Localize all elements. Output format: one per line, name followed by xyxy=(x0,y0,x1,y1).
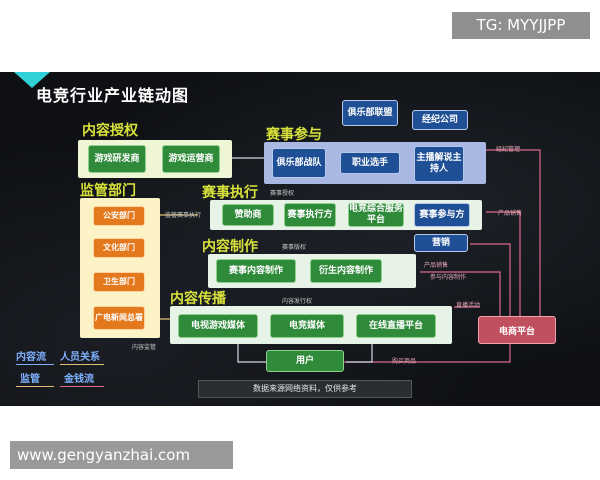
product-line-1 xyxy=(486,211,521,322)
user-right-line xyxy=(346,344,373,363)
node-event-content-production: 赛事内容制作 xyxy=(216,259,296,283)
connector-lines xyxy=(150,149,541,363)
section-content-production: 内容制作 xyxy=(202,239,258,255)
participate-line xyxy=(420,271,501,322)
legend-line-3 xyxy=(16,386,54,387)
label-buy-goods: 购买商品 xyxy=(392,358,417,365)
label-content-regulate: 内容监管 xyxy=(132,344,157,351)
node-public-security: 公安部门 xyxy=(93,206,145,226)
legend-people-relation: 人员关系 xyxy=(60,352,100,363)
diagram-title: 电竞行业产业链动图 xyxy=(36,86,190,105)
node-game-operator: 游戏运营商 xyxy=(162,145,220,173)
label-content-issue: 内容发行权 xyxy=(282,298,313,305)
node-user: 用户 xyxy=(266,350,344,372)
node-club-alliance: 俱乐部联盟 xyxy=(342,100,398,126)
node-pro-player: 职业选手 xyxy=(340,152,400,174)
label-event-license: 赛事授权 xyxy=(270,190,295,197)
section-event-participation: 赛事参与 xyxy=(266,127,322,143)
legend-line-4 xyxy=(60,386,104,387)
title-corner-marker xyxy=(14,72,50,88)
label-product-sales-2: 产品销售 xyxy=(424,262,449,269)
node-culture-dept: 文化部门 xyxy=(93,238,145,258)
legend-content-flow: 内容流 xyxy=(16,352,46,363)
node-health-dept: 卫生部门 xyxy=(93,272,145,292)
section-content-license: 内容授权 xyxy=(82,123,138,139)
label-agency-mgmt: 经纪管理 xyxy=(496,146,521,153)
footer-note: 数据来源网络资料，仅供参考 xyxy=(198,380,412,398)
watermark-top: TG: MYYJJPP xyxy=(452,12,590,39)
label-event-copyright: 赛事版权 xyxy=(282,244,307,251)
node-event-participant: 赛事参与方 xyxy=(414,203,470,227)
node-event-executor: 赛事执行方 xyxy=(284,203,336,227)
user-left-line xyxy=(237,344,266,363)
node-game-developer: 游戏研发商 xyxy=(88,145,146,173)
legend-line-1 xyxy=(16,364,54,365)
node-sponsor: 赞助商 xyxy=(222,204,274,226)
node-derived-content-production: 衍生内容制作 xyxy=(310,259,382,283)
node-sarft: 广电新闻总署 xyxy=(93,306,145,330)
node-esports-platform: 电竞综合服务平台 xyxy=(348,203,404,227)
legend-line-2 xyxy=(60,364,104,365)
node-ecommerce: 电商平台 xyxy=(478,316,556,344)
node-host: 主播解说主持人 xyxy=(414,146,464,182)
node-agency: 经纪公司 xyxy=(412,110,468,130)
label-live-activity: 直播活动 xyxy=(456,302,481,309)
section-content-distribution: 内容传播 xyxy=(170,291,226,307)
label-regulate-event: 监管赛事执行 xyxy=(165,212,202,219)
diagram-board: 电竞行业产业链动图 内容授权 游戏研发商 游戏运营商 监管部门 公安部门 文化部… xyxy=(0,72,600,406)
node-esports-media: 电竞媒体 xyxy=(270,314,344,338)
label-participate-content: 参与内容制作 xyxy=(430,274,467,281)
label-product-sales-1: 产品销售 xyxy=(498,210,523,217)
node-live-platform: 在线直播平台 xyxy=(356,314,436,338)
watermark-bottom: www.gengyanzhai.com xyxy=(10,441,233,469)
section-event-execution: 赛事执行 xyxy=(202,185,258,201)
section-regulators: 监管部门 xyxy=(80,183,136,199)
agency-mgmt-line xyxy=(486,149,541,322)
buy-goods-line xyxy=(320,342,511,363)
product-line-2 xyxy=(470,243,511,322)
node-marketing: 营销 xyxy=(414,234,468,252)
legend-regulation: 监管 xyxy=(20,374,40,385)
legend-money-flow: 金钱流 xyxy=(64,374,94,385)
node-tv-game-media: 电视游戏媒体 xyxy=(178,314,258,338)
node-club-team: 俱乐部战队 xyxy=(272,148,326,178)
